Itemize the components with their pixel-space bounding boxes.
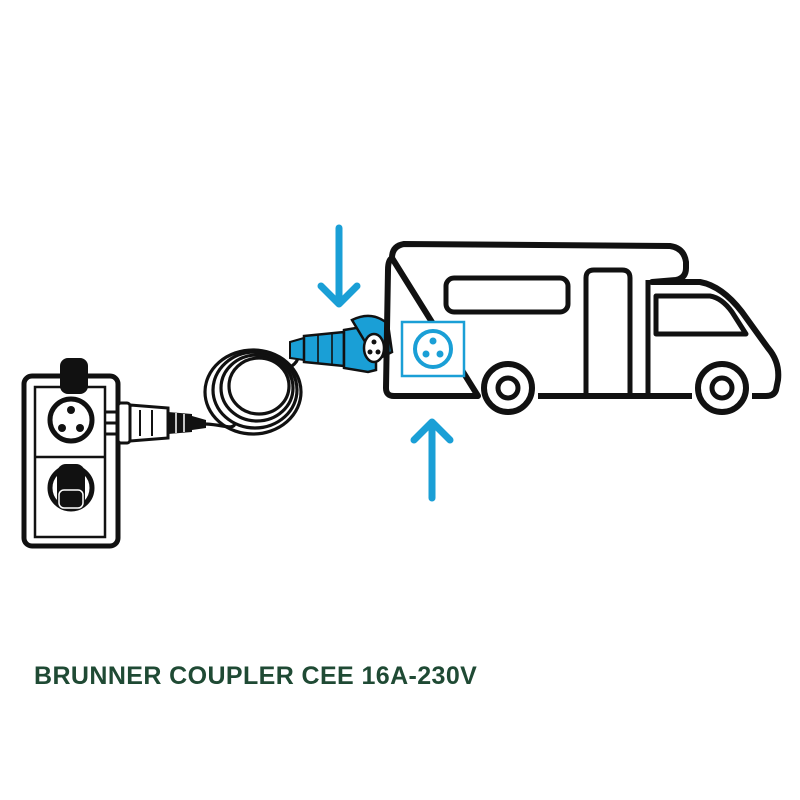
cee-inlet-icon (400, 320, 466, 378)
power-outlet-box-icon (21, 358, 121, 549)
cee-coupler-icon (289, 314, 394, 374)
arrow-up-icon (410, 418, 454, 502)
motorhome-icon (383, 241, 782, 415)
coiled-cable-icon (203, 346, 303, 436)
arrow-down-icon (317, 224, 361, 308)
cee-plug-icon (104, 401, 206, 445)
product-caption: BRUNNER COUPLER CEE 16A-230V (34, 662, 478, 690)
